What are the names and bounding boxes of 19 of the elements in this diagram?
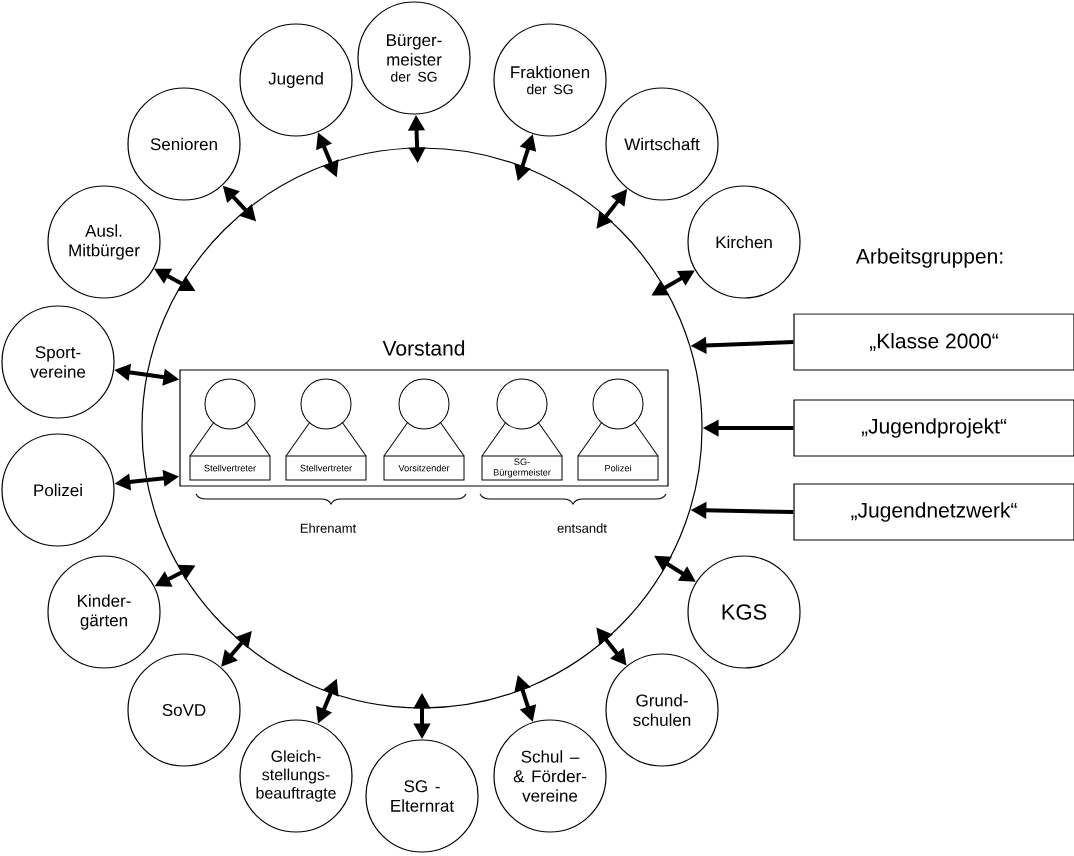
group-box: „Jugendprojekt“ [793,399,1074,457]
circle-node: Jugend [239,23,353,137]
circle-node: Gleich- stellungs- beauftragte [239,719,353,833]
heading-label: Arbeitsgruppen: [855,248,1003,268]
circle-node: Schul – & Förder- vereine [493,719,607,833]
circle-node: Kirchen [687,185,801,299]
circle-node: SoVD [127,653,241,767]
group-box: „Jugendnetzwerk“ [793,483,1074,541]
circle-node: Polizei [1,433,115,547]
circle-node: Senioren [127,87,241,201]
node-label: Vorstand [382,340,465,356]
circle-node: Grund- schulen [605,653,719,767]
circle-node: Kinder- gärten [47,555,161,669]
circle-node: Ausl. Mitbürger [47,185,161,299]
circle-node: Sport- vereine [1,305,115,419]
group-box: „Klasse 2000“ [793,313,1074,371]
circle-node: KGS [687,555,801,669]
circle-node: SG - Elternrat [365,739,479,853]
circle-node: Wirtschaft [605,87,719,201]
